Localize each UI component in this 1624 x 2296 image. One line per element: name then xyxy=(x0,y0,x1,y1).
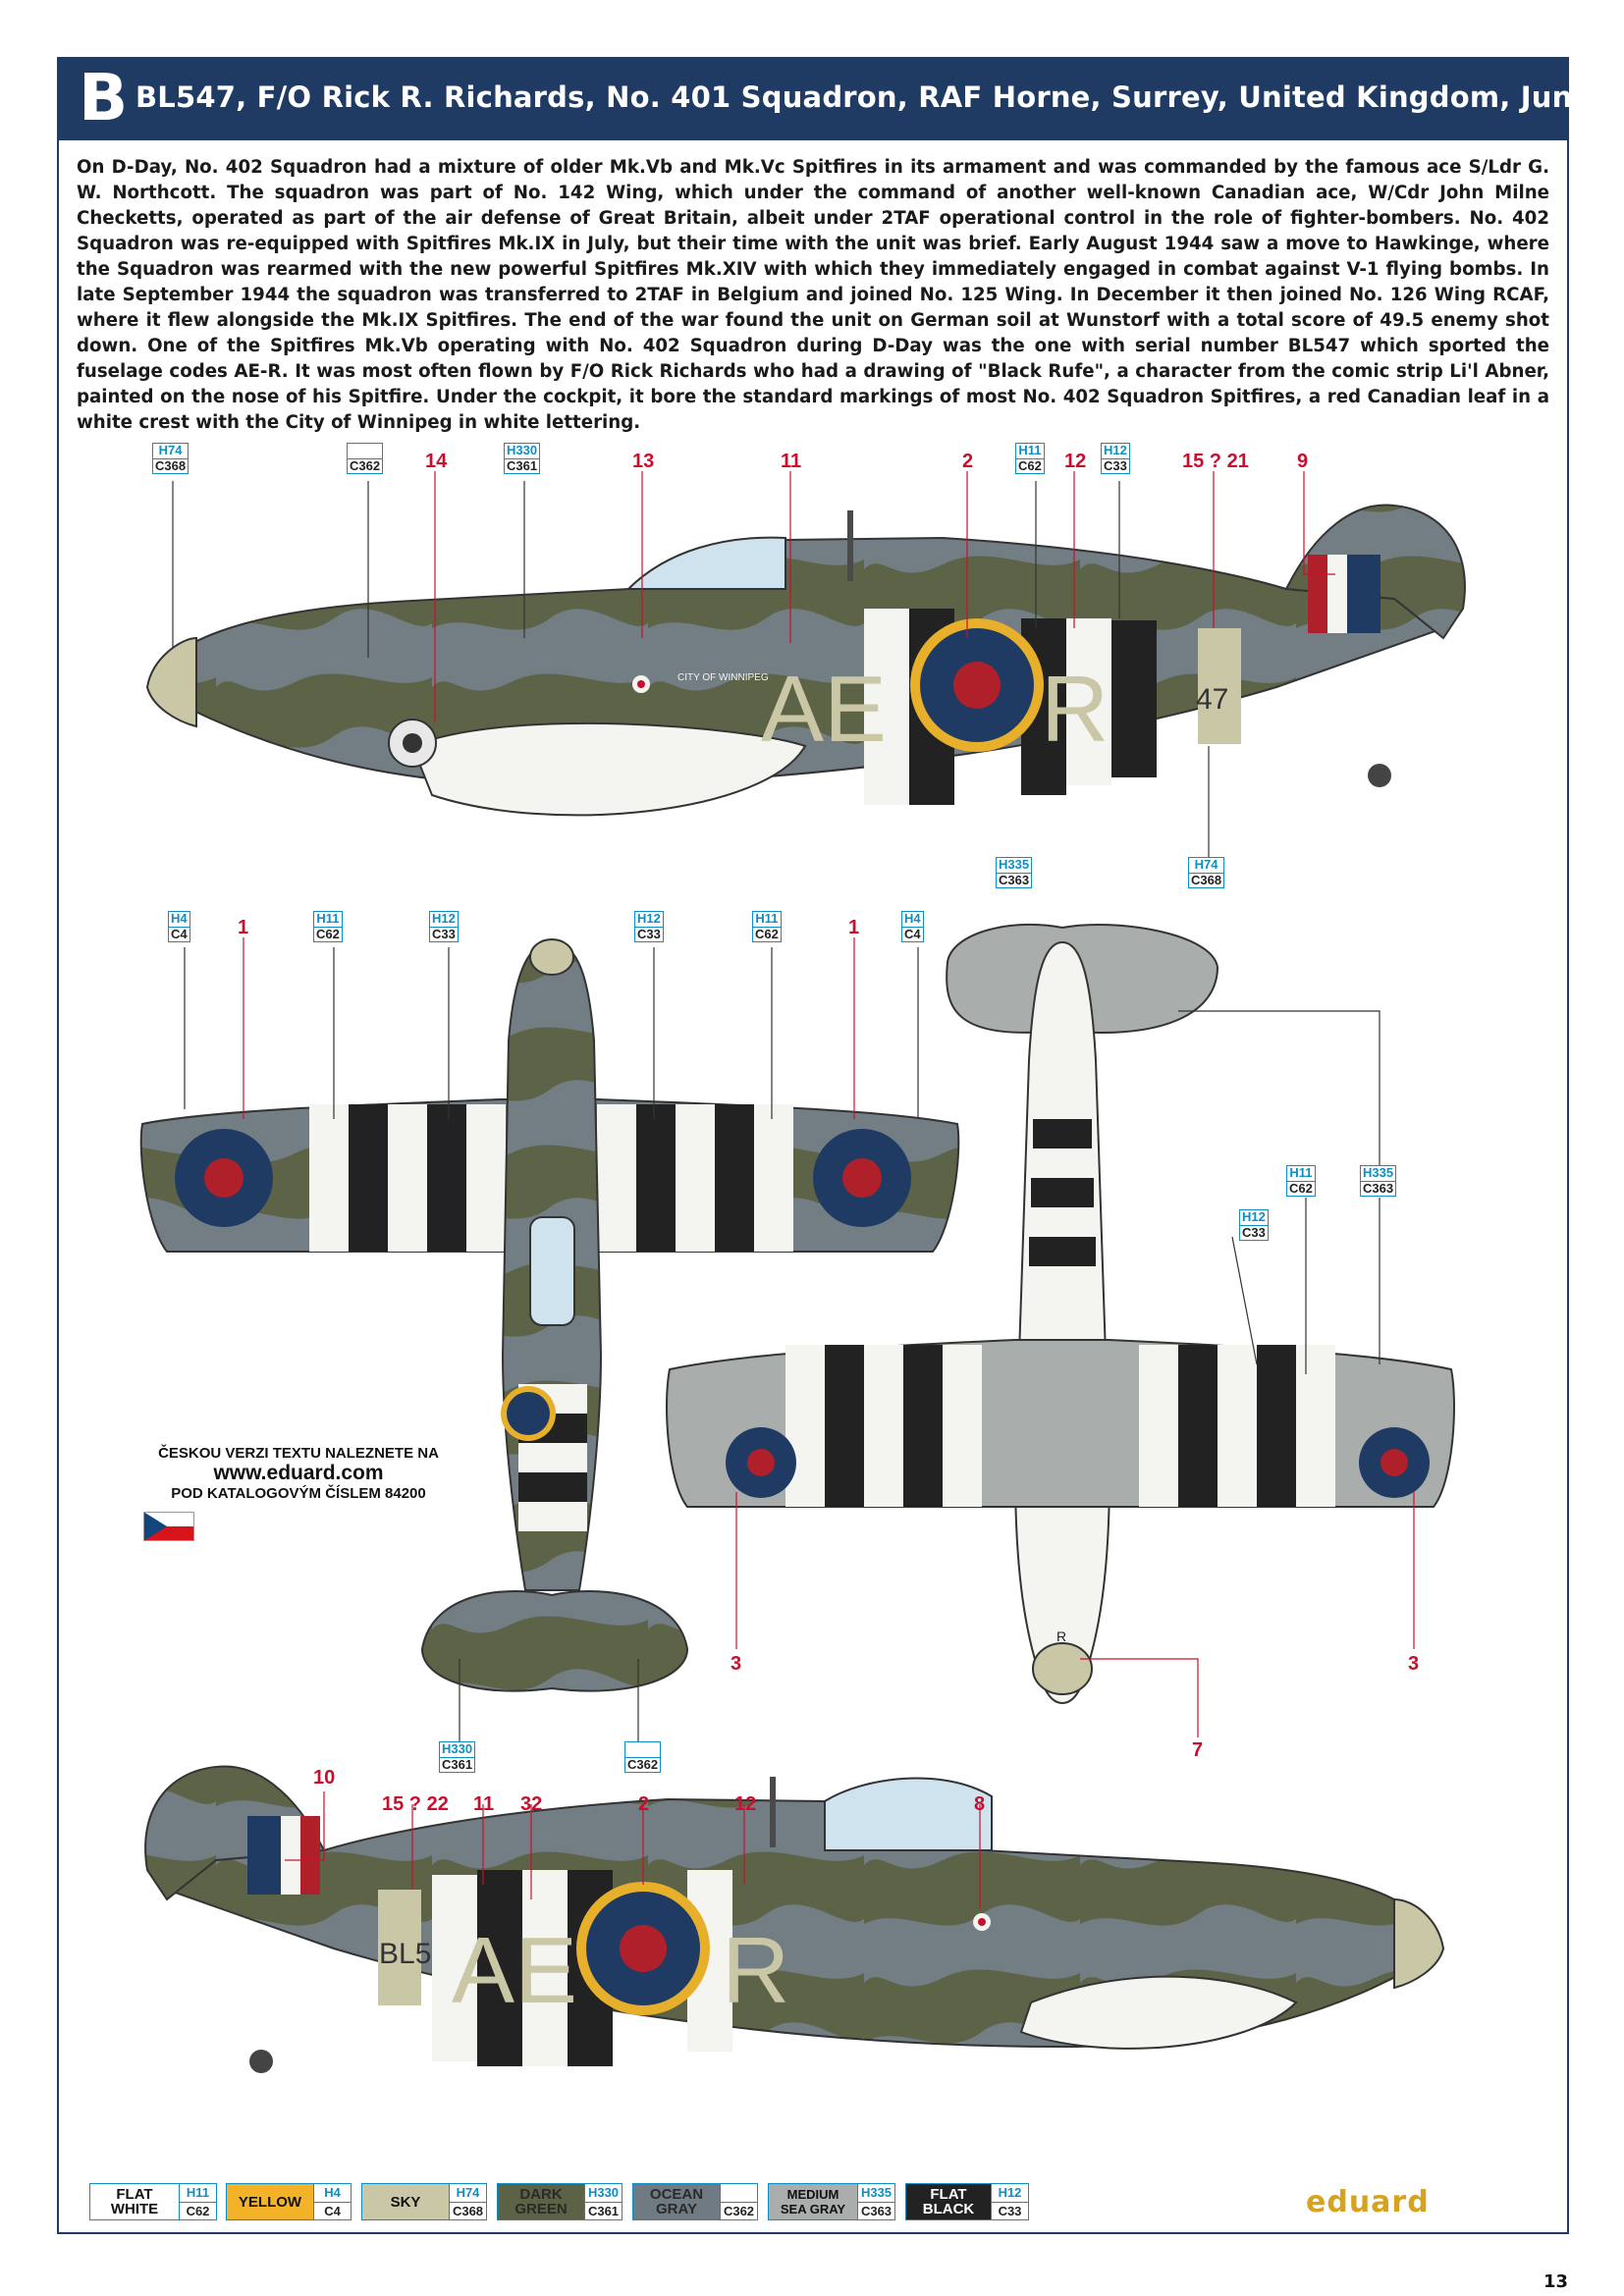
canopy-top xyxy=(625,536,786,590)
page-title: BL547, F/O Rick R. Richards, No. 401 Squ… xyxy=(135,80,1624,114)
callout-9: 9 xyxy=(1297,451,1309,472)
czech-version-note: ČESKOU VERZI TEXTU NALEZNETE NA www.edua… xyxy=(141,1445,456,1502)
callout-11: 11 xyxy=(781,451,802,472)
callout-lines-top xyxy=(434,471,1335,721)
serial-number: BL5 xyxy=(379,1938,431,1970)
under-code-r: R xyxy=(1056,1629,1066,1644)
callout-15-21: 15 ? 21 xyxy=(1182,451,1249,472)
callout-15-22: 15 ? 22 xyxy=(382,1793,449,1815)
leader-lines-top xyxy=(172,481,1210,862)
fin-flash-blue-bottom xyxy=(247,1816,281,1895)
callout-2-bottom: 2 xyxy=(638,1793,650,1815)
callout-lines-under xyxy=(735,1492,1415,1737)
code-letter-r-top: R xyxy=(1041,657,1109,762)
tail-number: 47 xyxy=(1196,683,1228,716)
page-number: 13 xyxy=(1543,2271,1569,2292)
callout-13: 13 xyxy=(632,451,655,472)
code-box-top-2: C362 xyxy=(347,443,384,474)
callout-1-left: 1 xyxy=(238,917,249,938)
antenna-mast-top xyxy=(847,510,853,581)
tail-wheel-bottom xyxy=(249,2050,273,2073)
fin-flash-white xyxy=(1327,555,1347,633)
sky-band-top xyxy=(1198,628,1241,744)
spinner-top xyxy=(145,636,197,728)
callout-8: 8 xyxy=(974,1793,986,1815)
callout-11-bottom: 11 xyxy=(473,1793,495,1815)
sky-band-bottom xyxy=(378,1890,421,2005)
czech-note-line-3: POD KATALOGOVÝM ČÍSLEM 84200 xyxy=(171,1485,426,1502)
eduard-website-link[interactable]: www.eduard.com xyxy=(213,1462,384,1484)
code-letter-r-bottom: R xyxy=(722,1918,789,2023)
callout-lines-bottom xyxy=(285,1791,981,1909)
code-box-plan-8: C362 xyxy=(624,1741,662,1773)
tail-fin-bottom xyxy=(144,1765,326,1901)
callout-7: 7 xyxy=(1192,1739,1204,1761)
canopy-plan xyxy=(529,1216,575,1326)
callout-32: 32 xyxy=(520,1793,543,1815)
code-letters-ae-bottom: AE xyxy=(452,1918,577,2023)
fin-flash-red xyxy=(1308,555,1327,633)
code-letters-ae-top: AE xyxy=(761,657,887,762)
callout-10: 10 xyxy=(313,1767,336,1789)
eduard-logo: eduard xyxy=(1302,2185,1434,2219)
leader-lines-under xyxy=(1178,1010,1380,1374)
callout-12: 12 xyxy=(1064,451,1087,472)
description-text: On D-Day, No. 402 Squadron had a mixture… xyxy=(77,157,1549,433)
canopy-bottom xyxy=(824,1777,993,1851)
nose-city-text: CITY OF WINNIPEG xyxy=(677,672,769,683)
callout-1-right: 1 xyxy=(848,917,860,938)
profile-letter: B xyxy=(79,60,129,135)
callout-2: 2 xyxy=(962,451,974,472)
czech-note-line-1: ČESKOU VERZI TEXTU NALEZNETE NA xyxy=(158,1445,439,1462)
side-profile-top: AE R 47 CITY OF WINNIPEG xyxy=(145,504,1466,817)
callout-14: 14 xyxy=(425,451,448,472)
tailplane-plan xyxy=(420,1590,689,1692)
fin-flash-blue xyxy=(1347,555,1380,633)
callout-12-bottom: 12 xyxy=(734,1793,757,1815)
leader-lines-plan xyxy=(184,947,919,1747)
legend-ocean-gray: OCEAN GRAY C362 xyxy=(632,2183,758,2220)
callout-3-left: 3 xyxy=(731,1653,742,1675)
spinner-bottom xyxy=(1393,1897,1445,1990)
spinner-plan xyxy=(529,938,574,976)
callout-lines-plan xyxy=(243,937,855,1119)
plan-view-top xyxy=(139,938,960,1692)
under-view: R xyxy=(666,923,1455,1704)
page-header: B BL547, F/O Rick R. Richards, No. 401 S… xyxy=(57,57,1624,140)
tail-wheel-top xyxy=(1368,764,1391,787)
side-profile-bottom: AE R BL5 xyxy=(144,1765,1445,2073)
antenna-mast-bottom xyxy=(770,1777,776,1847)
callout-3-right: 3 xyxy=(1408,1653,1420,1675)
spinner-under xyxy=(1032,1642,1093,1695)
czech-flag-icon xyxy=(143,1512,194,1541)
